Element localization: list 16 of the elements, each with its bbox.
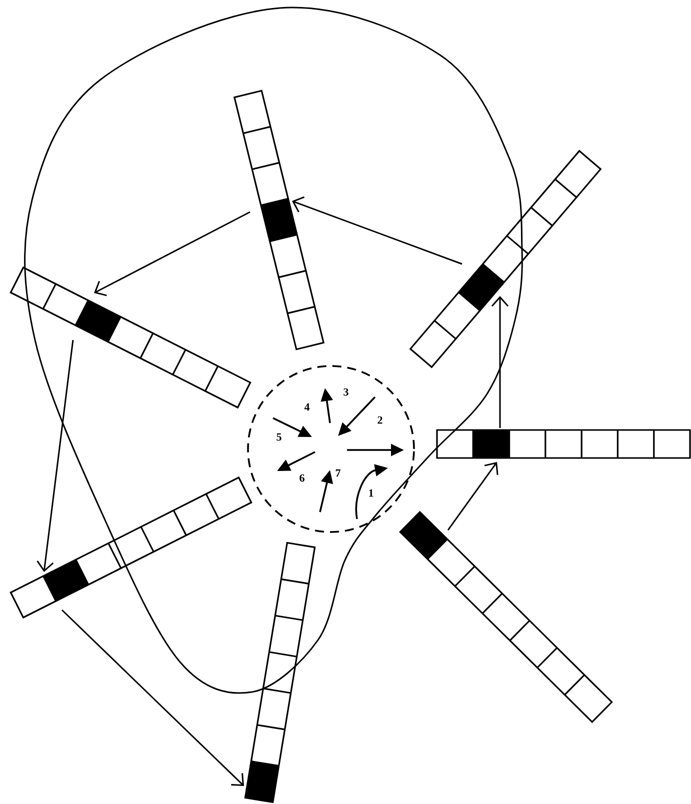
dashed-circle bbox=[247, 365, 415, 533]
arrow bbox=[491, 296, 509, 428]
step-number: 1 bbox=[369, 489, 374, 497]
arrow bbox=[94, 211, 250, 296]
step-number: 2 bbox=[378, 416, 382, 424]
cell-strip bbox=[244, 542, 316, 804]
cell-strip bbox=[436, 429, 691, 459]
arrow bbox=[36, 340, 74, 572]
arrow bbox=[61, 609, 244, 786]
step-number: 4 bbox=[304, 403, 310, 411]
step-number: 3 bbox=[344, 388, 348, 396]
step-number: 5 bbox=[276, 433, 282, 441]
step-number: 6 bbox=[300, 474, 304, 482]
arrow bbox=[292, 196, 462, 265]
arrow bbox=[447, 462, 498, 530]
step-number: 7 bbox=[336, 469, 340, 477]
